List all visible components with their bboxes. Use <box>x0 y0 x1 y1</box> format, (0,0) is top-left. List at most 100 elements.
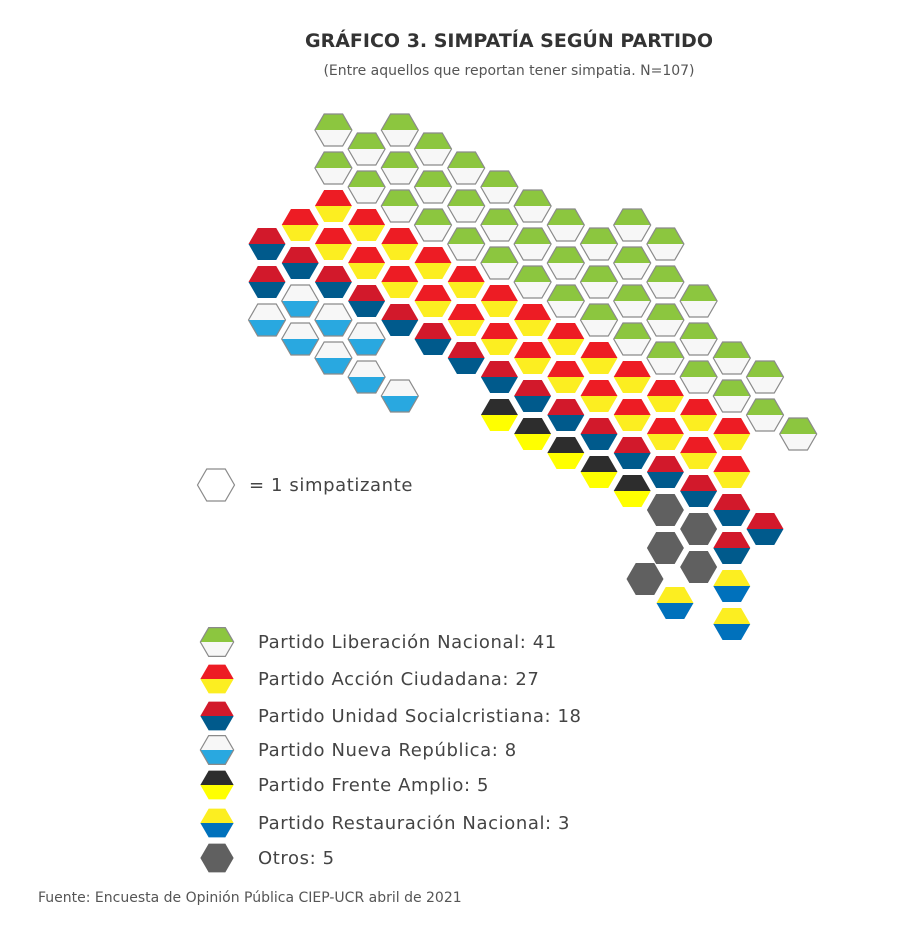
legend-swatch-icon <box>200 770 234 800</box>
hex-partido-liberación-nacional <box>413 132 453 166</box>
hex-partido-unidad-socialcristiana <box>613 437 651 469</box>
hex-partido-liberación-nacional <box>380 151 419 185</box>
hex-partido-nueva-república <box>314 341 353 375</box>
hex-partido-liberación-nacional <box>413 170 453 204</box>
hex-partido-unidad-socialcristiana <box>514 380 552 412</box>
hex-partido-unidad-socialcristiana <box>713 494 751 526</box>
hex-partido-unidad-socialcristiana <box>348 285 386 317</box>
hex-partido-liberación-nacional <box>579 227 619 261</box>
hex-partido-liberación-nacional <box>712 341 751 375</box>
legend-label: Partido Nueva República: 8 <box>258 740 517 761</box>
hex-partido-acción-ciudadana <box>314 228 352 260</box>
legend-swatch-icon <box>200 701 234 731</box>
hex-partido-acción-ciudadana <box>547 323 585 355</box>
hex-partido-liberación-nacional <box>579 265 619 299</box>
hex-partido-liberación-nacional <box>413 208 453 242</box>
hex-partido-acción-ciudadana <box>381 266 419 298</box>
hex-partido-acción-ciudadana <box>514 304 552 336</box>
hex-partido-frente-amplio <box>580 456 618 488</box>
hex-partido-nueva-república <box>281 284 320 318</box>
hex-partido-liberación-nacional <box>480 170 519 204</box>
hex-partido-restauración-nacional <box>713 608 751 640</box>
legend-label: Partido Liberación Nacional: 41 <box>258 632 557 653</box>
hex-partido-liberación-nacional <box>579 303 619 337</box>
hex-partido-liberación-nacional <box>613 246 652 280</box>
legend-label: Otros: 5 <box>258 848 335 869</box>
hex-partido-unidad-socialcristiana <box>414 323 452 355</box>
hex-partido-nueva-república <box>281 322 320 356</box>
hex-partido-unidad-socialcristiana <box>281 247 319 279</box>
hex-partido-nueva-república <box>347 322 386 356</box>
hex-partido-acción-ciudadana <box>646 418 684 450</box>
hex-partido-liberación-nacional <box>745 398 785 432</box>
legend-label: Partido Frente Amplio: 5 <box>258 775 489 796</box>
hex-partido-liberación-nacional <box>513 265 552 299</box>
source-footer: Fuente: Encuesta de Opinión Pública CIEP… <box>38 890 462 906</box>
hex-partido-liberación-nacional <box>314 151 353 185</box>
hex-partido-unidad-socialcristiana <box>646 456 684 488</box>
hex-partido-liberación-nacional <box>380 113 419 147</box>
hex-partido-liberación-nacional <box>546 208 585 242</box>
hex-partido-acción-ciudadana <box>514 342 552 374</box>
hex-partido-acción-ciudadana <box>348 247 386 279</box>
hex-partido-frente-amplio <box>547 437 585 469</box>
hex-partido-acción-ciudadana <box>480 285 518 317</box>
hex-partido-liberación-nacional <box>679 322 718 356</box>
hex-partido-liberación-nacional <box>679 360 718 394</box>
hex-partido-nueva-república <box>347 360 386 394</box>
legend-swatch-icon <box>200 664 234 694</box>
hex-otros <box>646 494 684 526</box>
hex-partido-acción-ciudadana <box>713 456 751 488</box>
chart-subtitle: (Entre aquellos que reportan tener simpa… <box>323 63 695 79</box>
hex-partido-liberación-nacional <box>613 284 652 318</box>
hex-partido-acción-ciudadana <box>447 304 485 336</box>
hex-partido-acción-ciudadana <box>480 323 518 355</box>
hex-partido-unidad-socialcristiana <box>547 399 585 431</box>
hex-partido-restauración-nacional <box>656 587 694 619</box>
hex-partido-liberación-nacional <box>646 303 685 337</box>
hex-partido-liberación-nacional <box>613 208 652 242</box>
hex-partido-frente-amplio <box>613 475 651 507</box>
hex-partido-liberación-nacional <box>779 417 818 451</box>
hex-partido-liberación-nacional <box>513 189 552 223</box>
hex-otros <box>626 563 664 595</box>
legend-label: Partido Acción Ciudadana: 27 <box>258 669 539 690</box>
hex-partido-acción-ciudadana <box>613 361 651 393</box>
hex-partido-acción-ciudadana <box>713 418 751 450</box>
hex-partido-acción-ciudadana <box>348 209 386 241</box>
hex-partido-unidad-socialcristiana <box>580 418 618 450</box>
legend-swatch-icon <box>199 734 235 766</box>
hex-partido-acción-ciudadana <box>580 380 618 412</box>
unit-key-label: = 1 simpatizante <box>249 475 413 496</box>
hex-partido-restauración-nacional <box>713 570 751 602</box>
hex-partido-liberación-nacional <box>480 208 519 242</box>
hex-partido-liberación-nacional <box>546 284 585 318</box>
hex-partido-liberación-nacional <box>380 189 419 223</box>
hex-partido-unidad-socialcristiana <box>248 228 286 260</box>
unit-key-hex-icon <box>196 468 236 502</box>
hex-partido-frente-amplio <box>480 399 518 431</box>
hex-partido-unidad-socialcristiana <box>713 532 751 564</box>
hex-partido-acción-ciudadana <box>646 380 684 412</box>
hex-partido-liberación-nacional <box>712 379 751 413</box>
hex-partido-liberación-nacional <box>613 322 652 356</box>
hex-partido-unidad-socialcristiana <box>381 304 419 336</box>
hex-partido-acción-ciudadana <box>381 228 419 260</box>
hex-partido-nueva-república <box>314 303 353 337</box>
hex-partido-unidad-socialcristiana <box>680 475 718 507</box>
hex-partido-unidad-socialcristiana <box>480 361 518 393</box>
hex-partido-liberación-nacional <box>347 132 386 166</box>
hex-partido-acción-ciudadana <box>414 247 452 279</box>
hex-partido-acción-ciudadana <box>680 437 718 469</box>
hex-partido-unidad-socialcristiana <box>746 513 784 545</box>
hex-partido-liberación-nacional <box>347 170 386 204</box>
hex-partido-liberación-nacional <box>679 284 718 318</box>
hex-partido-liberación-nacional <box>447 227 486 261</box>
hex-partido-acción-ciudadana <box>547 361 585 393</box>
hex-partido-unidad-socialcristiana <box>248 266 286 298</box>
hex-partido-liberación-nacional <box>447 189 486 223</box>
hex-partido-acción-ciudadana <box>314 190 352 222</box>
hex-partido-nueva-república <box>380 379 419 413</box>
hex-partido-liberación-nacional <box>480 246 519 280</box>
